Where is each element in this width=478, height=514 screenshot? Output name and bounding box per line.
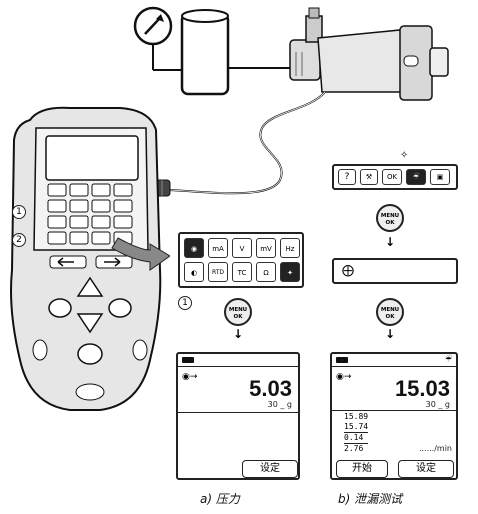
reading-end: 15.74 <box>344 422 369 433</box>
down-arrow-icon: ↓ <box>385 327 396 341</box>
pressure-function-icon[interactable]: ◉ <box>184 238 204 258</box>
pressure-alt-function-icon[interactable]: ◐ <box>184 262 204 282</box>
menu-ok-button-b1[interactable]: MENU OK <box>376 204 404 232</box>
down-arrow-icon: ↓ <box>385 235 396 249</box>
help-icon[interactable]: ? <box>338 169 356 185</box>
reading-start: 15.89 <box>344 412 369 421</box>
pressure-sensor-icon: ◉→ <box>182 372 198 382</box>
caption-leak-test: b) 泄漏测试 <box>338 492 403 506</box>
tc-function-icon[interactable]: TC <box>232 262 252 282</box>
pressure-module-icon <box>289 7 449 101</box>
faucet-icon: ⨁ <box>342 263 354 277</box>
leak-readings-list: 15.89 15.74 0.14 2.76 <box>344 412 369 454</box>
menu-ok-button-a[interactable]: MENU OK <box>224 298 252 326</box>
hz-function-icon[interactable]: Hz <box>280 238 300 258</box>
calibrator-device-illustration <box>10 106 170 411</box>
pressure-reading-screen: ◉→ 5.03 30 _ g 设定 <box>176 352 300 480</box>
ok-label: OK <box>385 314 395 320</box>
leak-pressure-units: 30 _ g <box>425 400 450 409</box>
camera-icon[interactable]: ▣ <box>430 169 450 185</box>
ma-function-icon[interactable]: mA <box>208 238 228 258</box>
ok-label: OK <box>385 220 395 226</box>
leak-test-icon[interactable]: ☔ <box>406 169 426 185</box>
callout-1: 1 <box>12 205 26 219</box>
start-softkey[interactable]: 开始 <box>336 460 388 478</box>
mv-function-icon[interactable]: mV <box>256 238 276 258</box>
leak-test-reading-screen: ☔ ◉→ 15.03 30 _ g 15.89 15.74 0.14 2.76 … <box>330 352 458 480</box>
pressure-gauge-icon <box>133 6 182 71</box>
ok-label: OK <box>233 314 243 320</box>
battery-icon <box>182 357 194 363</box>
reservoir-tank-icon <box>180 9 292 96</box>
pressure-units: 30 _ g <box>267 400 292 409</box>
menu-ok-button-b2[interactable]: MENU OK <box>376 298 404 326</box>
selected-function-icon[interactable]: ✦ <box>280 262 300 282</box>
ok-icon[interactable]: OK <box>382 169 402 185</box>
caption-pressure: a) 压力 <box>200 492 240 506</box>
reading-rate: 2.76 <box>344 443 369 454</box>
menu-label: MENU <box>380 307 400 313</box>
tools-icon[interactable]: ⚒ <box>360 169 378 185</box>
settings-softkey[interactable]: 设定 <box>398 460 454 478</box>
battery-icon <box>336 357 348 363</box>
pressure-sensor-icon: ◉→ <box>336 372 352 382</box>
leak-pressure-value: 15.03 <box>394 376 450 401</box>
sparkle-icon: ✧ <box>400 150 409 161</box>
reading-change: 0.14 <box>344 433 364 442</box>
callout-2: 2 <box>12 233 26 247</box>
menu-label: MENU <box>228 307 248 313</box>
rtd-function-icon[interactable]: RTD <box>208 262 228 282</box>
menu-label: MENU <box>380 213 400 219</box>
leak-indicator-icon: ☔ <box>444 355 452 364</box>
ohm-function-icon[interactable]: Ω <box>256 262 276 282</box>
leak-test-toolbar: ? ⚒ OK ☔ ▣ <box>332 164 458 190</box>
leak-rate-unit: ....../min <box>418 444 452 453</box>
function-menu-screen: ◉ mA V mV Hz ◐ RTD TC Ω ✦ <box>178 232 304 288</box>
voltage-function-icon[interactable]: V <box>232 238 252 258</box>
settings-softkey[interactable]: 设定 <box>242 460 298 478</box>
pressure-value: 5.03 <box>249 376 292 401</box>
callout-1-panel: 1 <box>178 296 192 310</box>
leak-test-header-screen: ⨁ <box>332 258 458 284</box>
down-arrow-icon: ↓ <box>233 327 244 341</box>
